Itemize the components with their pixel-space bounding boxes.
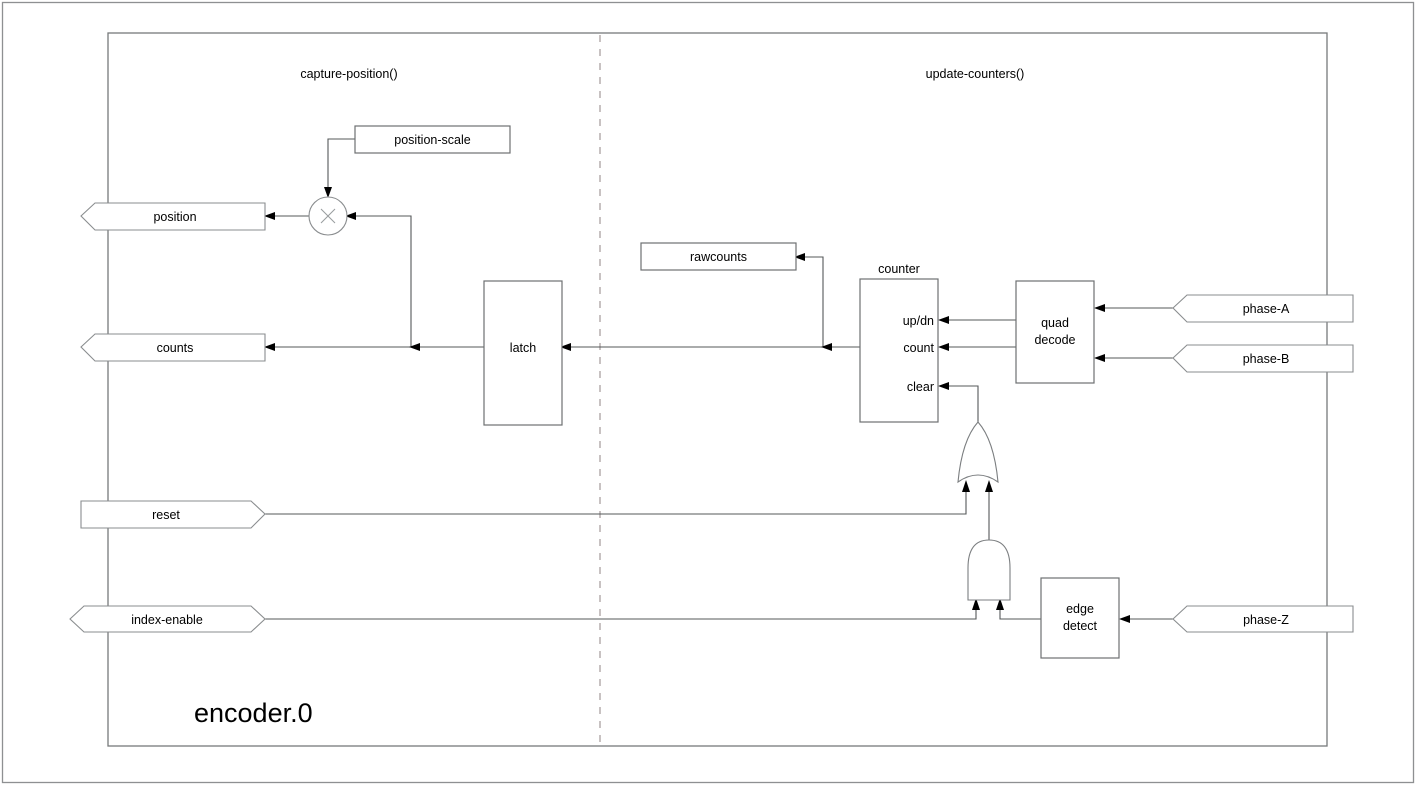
arrow-into-multiplier-top: [324, 187, 332, 198]
counter-port-updn: up/dn: [903, 314, 934, 328]
component-frame: [107, 32, 1328, 747]
arrow-into-edgedetect: [1119, 615, 1130, 623]
arrow-into-updn: [938, 316, 949, 324]
pin-phase-b-label: phase-B: [1243, 352, 1290, 366]
block-quad-decode-label-line1: quad: [1041, 316, 1069, 330]
pin-position-label: position: [153, 210, 196, 224]
counter-port-count: count: [903, 341, 934, 355]
arrow-into-orgate-right: [985, 480, 993, 492]
block-quad-decode[interactable]: quad decode: [1015, 280, 1095, 384]
arrow-into-quaddecode-b: [1094, 354, 1105, 362]
param-rawcounts-label: rawcounts: [690, 250, 747, 264]
arrow-into-latch: [560, 343, 571, 351]
wire-reset-to-orgate: [265, 492, 967, 515]
pin-counts[interactable]: counts: [80, 333, 266, 362]
section-label-update-counters: update-counters(): [926, 67, 1025, 81]
pin-counts-label: counts: [157, 341, 194, 355]
param-rawcounts[interactable]: rawcounts: [640, 242, 797, 271]
pin-phase-z-label: phase-Z: [1243, 613, 1289, 627]
wire-counts-bus-to-multiplier: [347, 215, 412, 347]
arrow-into-quaddecode-a: [1094, 304, 1105, 312]
arrow-into-orgate-left: [962, 480, 970, 492]
arrow-into-counts-pin: [264, 343, 275, 351]
param-position-scale-label: position-scale: [394, 133, 470, 147]
wire-edgedetect-to-andgate: [999, 610, 1041, 620]
arrow-into-multiplier-right: [345, 212, 356, 220]
pin-reset-label: reset: [152, 508, 180, 522]
wire-orgate-to-clear: [940, 385, 979, 422]
arrow-into-andgate-left: [972, 598, 980, 610]
block-quad-decode-label-line2: decode: [1034, 333, 1075, 347]
pin-reset[interactable]: reset: [80, 500, 266, 529]
pin-index-enable[interactable]: index-enable: [69, 605, 266, 633]
block-counter[interactable]: counter up/dn count clear: [859, 262, 939, 423]
block-edge-detect[interactable]: edge detect: [1040, 577, 1120, 659]
pin-phase-z[interactable]: phase-Z: [1172, 605, 1354, 633]
pin-position[interactable]: position: [80, 202, 266, 231]
pin-phase-a-label: phase-A: [1243, 302, 1290, 316]
block-edge-detect-label-line1: edge: [1066, 602, 1094, 616]
block-latch[interactable]: latch: [483, 280, 563, 426]
arrow-into-position-pin: [264, 212, 275, 220]
wire-index-enable-to-andgate: [265, 610, 977, 620]
arrow-into-clear: [938, 382, 949, 390]
block-latch-label: latch: [510, 341, 536, 355]
and-gate[interactable]: [967, 539, 1011, 601]
arrow-tap-counts-bus: [409, 343, 420, 351]
counter-port-clear: clear: [907, 380, 934, 394]
pin-phase-b[interactable]: phase-B: [1172, 344, 1354, 373]
pin-phase-a[interactable]: phase-A: [1172, 294, 1354, 323]
block-counter-caption: counter: [878, 262, 920, 276]
section-label-capture-position: capture-position(): [300, 67, 397, 81]
or-gate[interactable]: [957, 421, 999, 484]
arrow-into-count: [938, 343, 949, 351]
pin-index-enable-label: index-enable: [131, 613, 203, 627]
arrow-into-rawcounts: [794, 253, 805, 261]
wire-counter-to-rawcounts: [796, 256, 824, 347]
arrow-tap-rawcounts-bus: [821, 343, 832, 351]
arrow-into-andgate-right: [996, 598, 1004, 610]
param-position-scale[interactable]: position-scale: [354, 125, 511, 154]
component-title: encoder.0: [194, 698, 313, 728]
block-edge-detect-label-line2: detect: [1063, 619, 1098, 633]
wire-position-scale-to-multiplier: [327, 138, 355, 190]
multiplier-operator[interactable]: [308, 196, 348, 236]
